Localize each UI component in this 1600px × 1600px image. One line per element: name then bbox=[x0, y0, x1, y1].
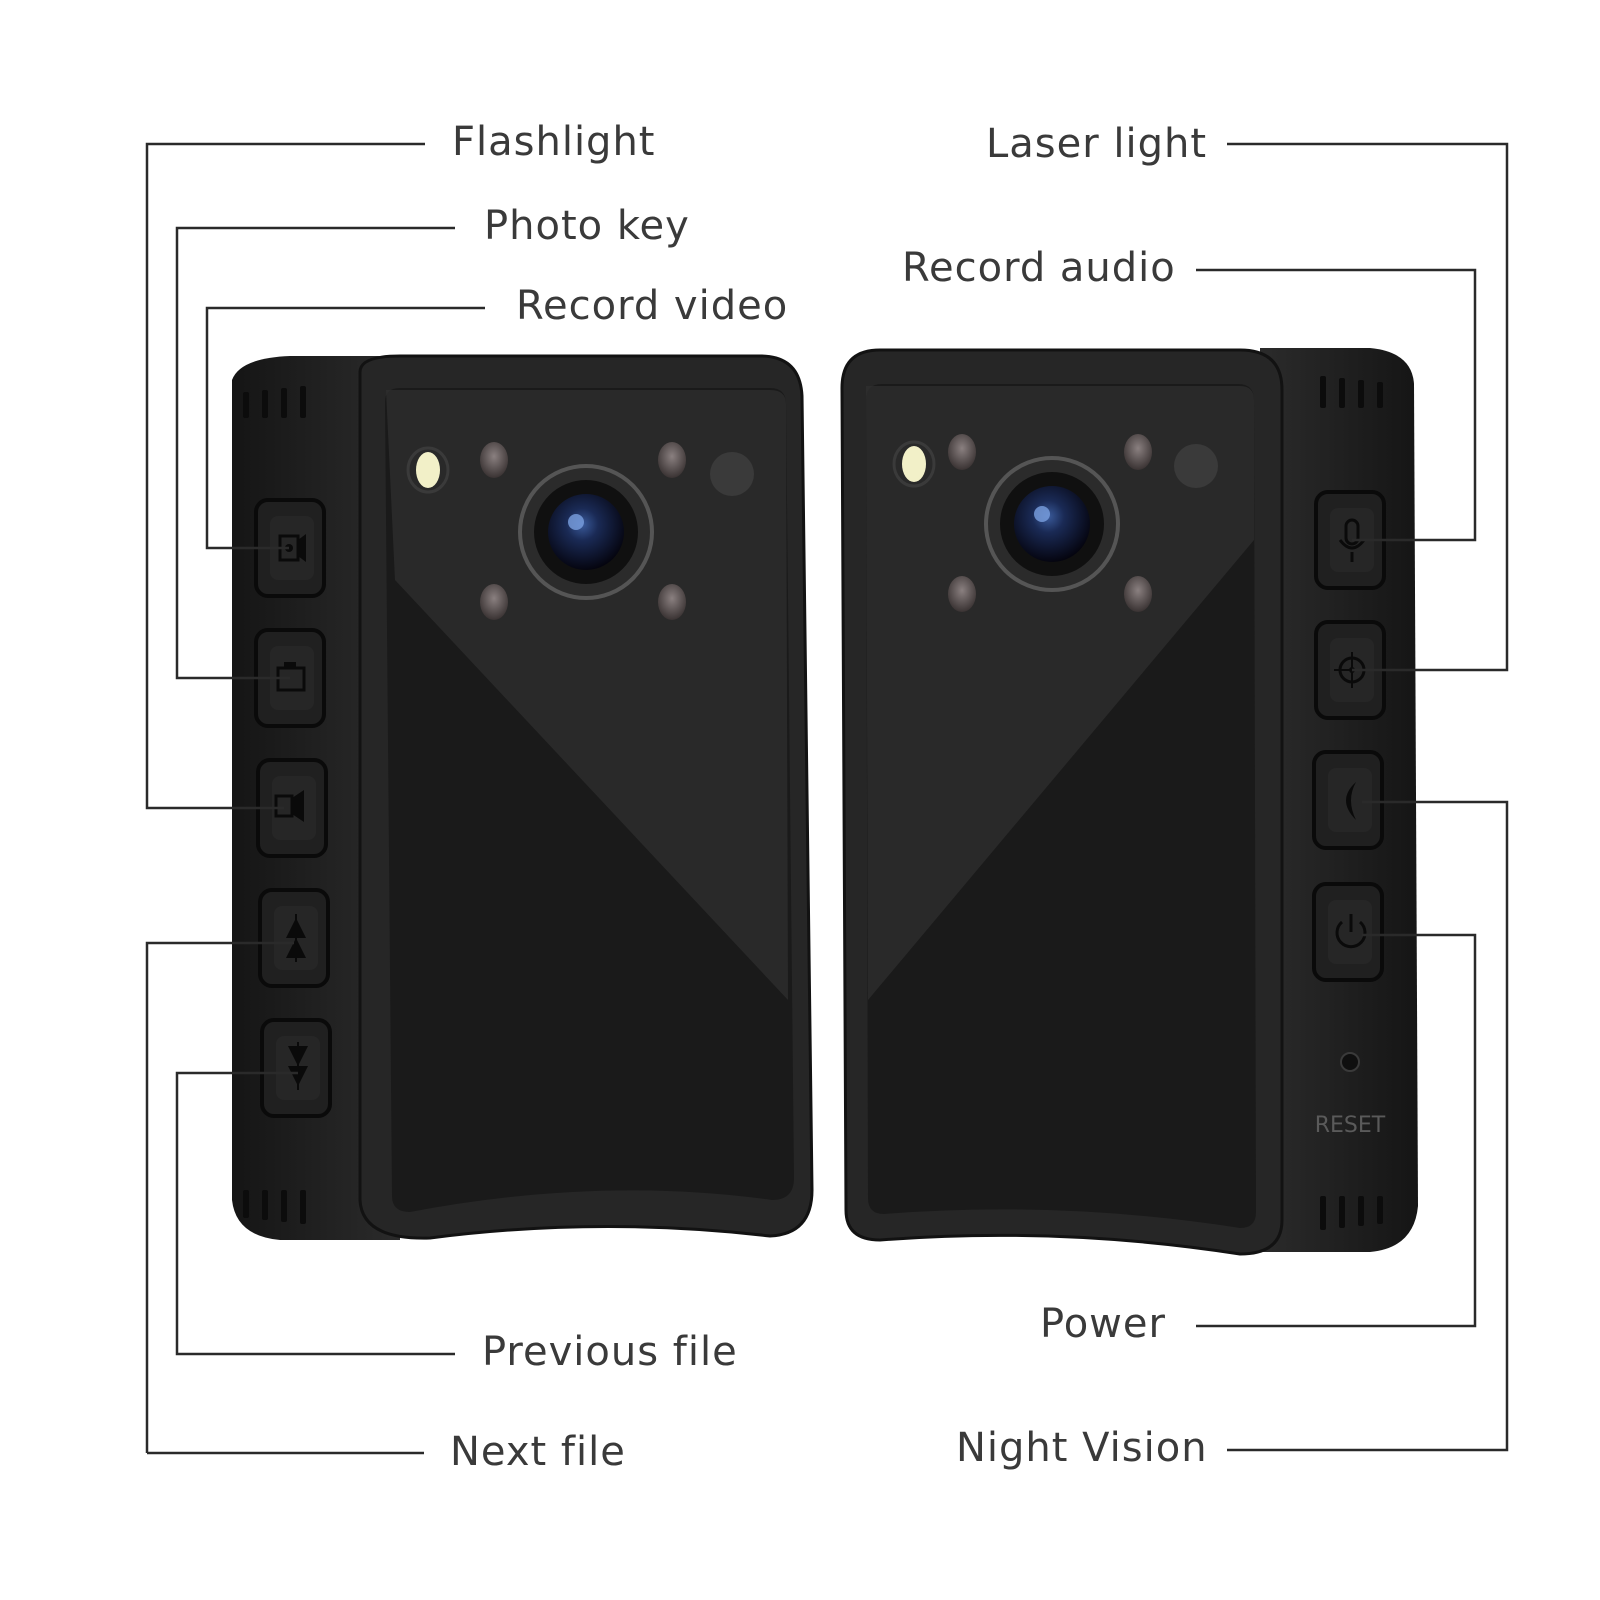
right-ir-led bbox=[948, 576, 976, 612]
left-previous-file-button[interactable] bbox=[258, 888, 330, 988]
right-lens bbox=[984, 456, 1120, 592]
leader-record-audio bbox=[1196, 268, 1477, 542]
right-bottom-vents bbox=[1320, 1196, 1383, 1230]
leader-lines bbox=[145, 142, 1509, 1455]
right-ir-led bbox=[1124, 434, 1152, 470]
reset-label: RESET bbox=[1315, 1113, 1386, 1138]
leader-flashlight bbox=[145, 142, 425, 810]
right-camera: RESET bbox=[840, 348, 1418, 1256]
right-ir-led bbox=[1124, 576, 1152, 612]
right-laser-emitter bbox=[1174, 444, 1218, 488]
left-ir-led bbox=[658, 442, 686, 478]
right-night-vision-button[interactable] bbox=[1312, 750, 1384, 850]
left-top-vents bbox=[243, 386, 306, 418]
left-record-video-button[interactable] bbox=[254, 498, 326, 598]
left-flashlight-led bbox=[416, 452, 440, 488]
label-flashlight: Flashlight bbox=[452, 119, 656, 165]
leader-laser-light bbox=[1227, 142, 1509, 672]
leader-record-video bbox=[205, 306, 485, 550]
right-flashlight-led bbox=[902, 446, 926, 482]
left-ir-led bbox=[480, 584, 508, 620]
right-top-vents bbox=[1320, 376, 1383, 408]
label-laser-light: Laser light bbox=[986, 121, 1208, 167]
leader-next-file bbox=[175, 1071, 455, 1356]
label-record-audio: Record audio bbox=[902, 245, 1176, 291]
left-flashlight-button[interactable] bbox=[256, 758, 328, 858]
label-photo-key: Photo key bbox=[484, 203, 690, 249]
label-next-file: Next file bbox=[450, 1429, 626, 1475]
right-power-button[interactable] bbox=[1312, 882, 1384, 982]
label-power: Power bbox=[1040, 1301, 1166, 1347]
left-next-file-button[interactable] bbox=[260, 1018, 332, 1118]
leader-photo-key bbox=[175, 226, 455, 680]
left-lens bbox=[518, 464, 654, 600]
right-ir-led bbox=[948, 434, 976, 470]
left-camera bbox=[232, 354, 814, 1240]
label-night-vision: Night Vision bbox=[956, 1425, 1208, 1471]
label-previous-file: Previous file bbox=[482, 1329, 738, 1375]
left-ir-led bbox=[480, 442, 508, 478]
left-ir-led bbox=[658, 584, 686, 620]
leader-previous-file bbox=[145, 941, 294, 1453]
reset-hole[interactable] bbox=[1340, 1052, 1360, 1072]
label-record-video: Record video bbox=[516, 283, 789, 329]
leader-power bbox=[1196, 933, 1477, 1328]
left-laser-emitter bbox=[710, 452, 754, 496]
leader-night-vision bbox=[1227, 800, 1509, 1452]
left-bottom-vents bbox=[243, 1190, 306, 1224]
